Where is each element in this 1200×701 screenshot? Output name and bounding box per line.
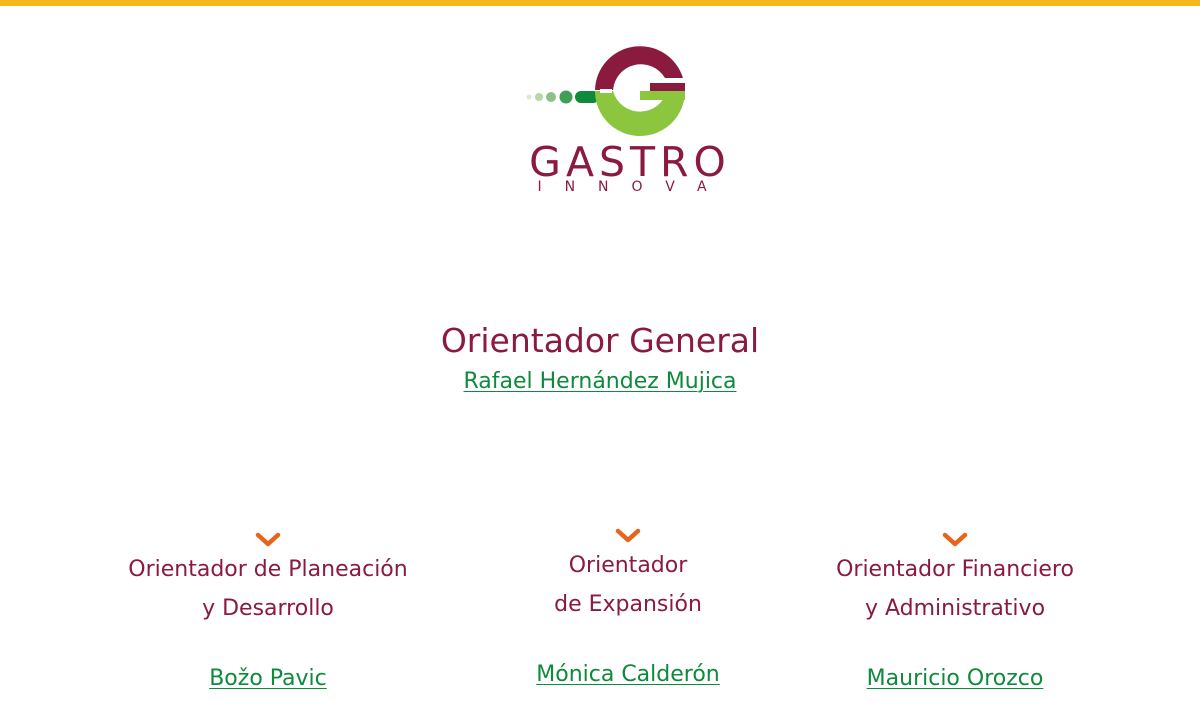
expansion-title-line2: de Expansión (554, 592, 702, 617)
gastro-innova-logo[interactable]: GASTRO INNOVA (520, 40, 735, 200)
top-accent-bar (0, 0, 1200, 6)
chevron-down-icon[interactable] (614, 526, 642, 544)
planning-name-link[interactable]: Božo Pavic (209, 666, 327, 691)
finance-orientator-section: Orientador Financiero y Administrativo M… (765, 530, 1145, 694)
general-title: Orientador General (440, 321, 760, 360)
logo-tagline: INNOVA (537, 179, 730, 195)
finance-title-line2: y Administrativo (864, 596, 1046, 621)
general-name-link[interactable]: Rafael Hernández Mujica (463, 369, 737, 394)
finance-title-line1: Orientador Financiero (836, 557, 1074, 582)
expansion-title-line1: Orientador (568, 553, 688, 578)
logo-emblem-icon (526, 46, 685, 136)
planning-title-line2: y Desarrollo (202, 596, 334, 621)
expansion-name-link[interactable]: Mónica Calderón (536, 662, 720, 687)
expansion-orientator-section: Orientador de Expansión Mónica Calderón (438, 526, 818, 690)
general-orientator-section: Orientador General Rafael Hernández Muji… (350, 320, 850, 396)
chevron-down-icon[interactable] (254, 530, 282, 548)
logo-wordmark: GASTRO (529, 138, 731, 186)
finance-name-link[interactable]: Mauricio Orozco (866, 666, 1044, 691)
chevron-down-icon[interactable] (941, 530, 969, 548)
planning-title-line1: Orientador de Planeación (128, 557, 408, 582)
planning-orientator-section: Orientador de Planeación y Desarrollo Bo… (78, 530, 458, 694)
